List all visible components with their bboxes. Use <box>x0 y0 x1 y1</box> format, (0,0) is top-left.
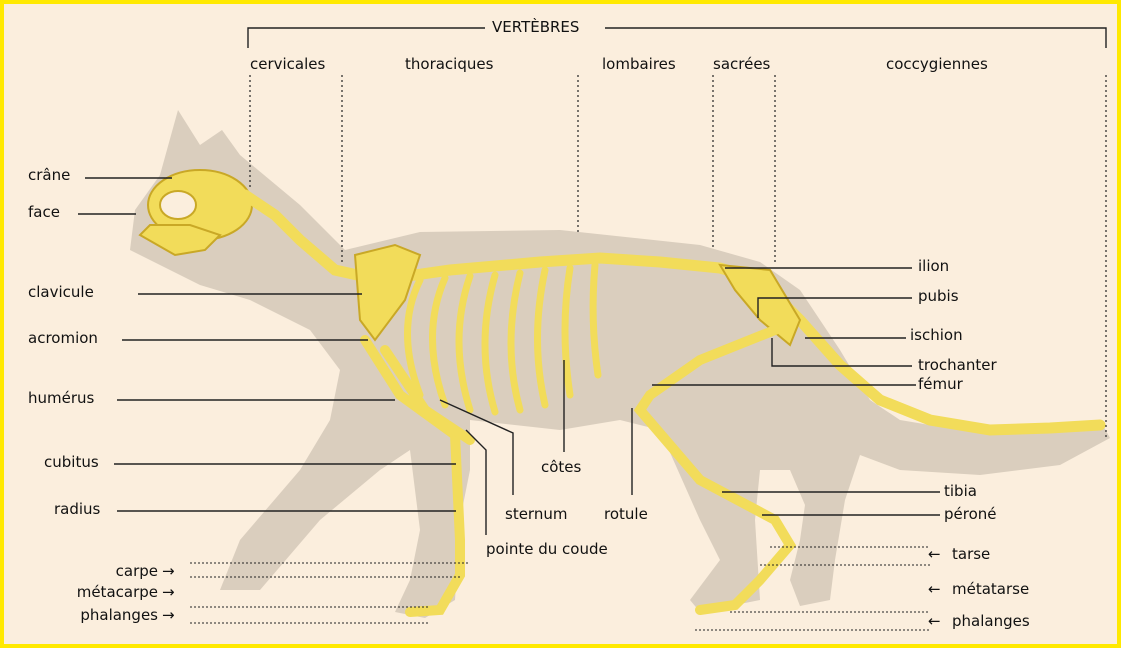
label-radius: radius <box>54 500 100 518</box>
label-phalanges-left: phalanges <box>40 606 158 624</box>
label-tibia: tibia <box>944 482 977 500</box>
label-sacrees: sacrées <box>713 55 770 73</box>
label-sternum: sternum <box>505 505 567 523</box>
label-rotule: rotule <box>604 505 648 523</box>
arrow-left-icon: ← <box>928 545 941 563</box>
label-crane: crâne <box>28 166 70 184</box>
label-cubitus: cubitus <box>44 453 99 471</box>
label-ischion: ischion <box>910 326 963 344</box>
arrow-left-icon: ← <box>928 580 941 598</box>
arrow-right-icon: → <box>162 562 175 580</box>
arrow-right-icon: → <box>162 583 175 601</box>
label-perone: péroné <box>944 505 997 523</box>
label-tarse: tarse <box>952 545 990 563</box>
vertebres-header: VERTÈBRES <box>492 18 579 36</box>
label-ilion: ilion <box>918 257 949 275</box>
label-acromion: acromion <box>28 329 98 347</box>
arrow-left-icon: ← <box>928 612 941 630</box>
label-femur: fémur <box>918 375 963 393</box>
label-pointe-du-coude: pointe du coude <box>486 540 608 558</box>
label-cotes: côtes <box>541 458 581 476</box>
label-thoraciques: thoraciques <box>405 55 493 73</box>
label-clavicule: clavicule <box>28 283 94 301</box>
arrow-right-icon: → <box>162 606 175 624</box>
label-humerus: humérus <box>28 389 94 407</box>
label-pubis: pubis <box>918 287 959 305</box>
label-metacarpe: métacarpe <box>40 583 158 601</box>
vertebrae-bracket <box>248 28 1106 48</box>
label-lombaires: lombaires <box>602 55 676 73</box>
label-trochanter: trochanter <box>918 356 997 374</box>
label-phalanges-right: phalanges <box>952 612 1030 630</box>
label-metatarse: métatarse <box>952 580 1029 598</box>
label-carpe: carpe <box>60 562 158 580</box>
label-coccygiennes: coccygiennes <box>886 55 988 73</box>
label-cervicales: cervicales <box>250 55 325 73</box>
label-face: face <box>28 203 60 221</box>
